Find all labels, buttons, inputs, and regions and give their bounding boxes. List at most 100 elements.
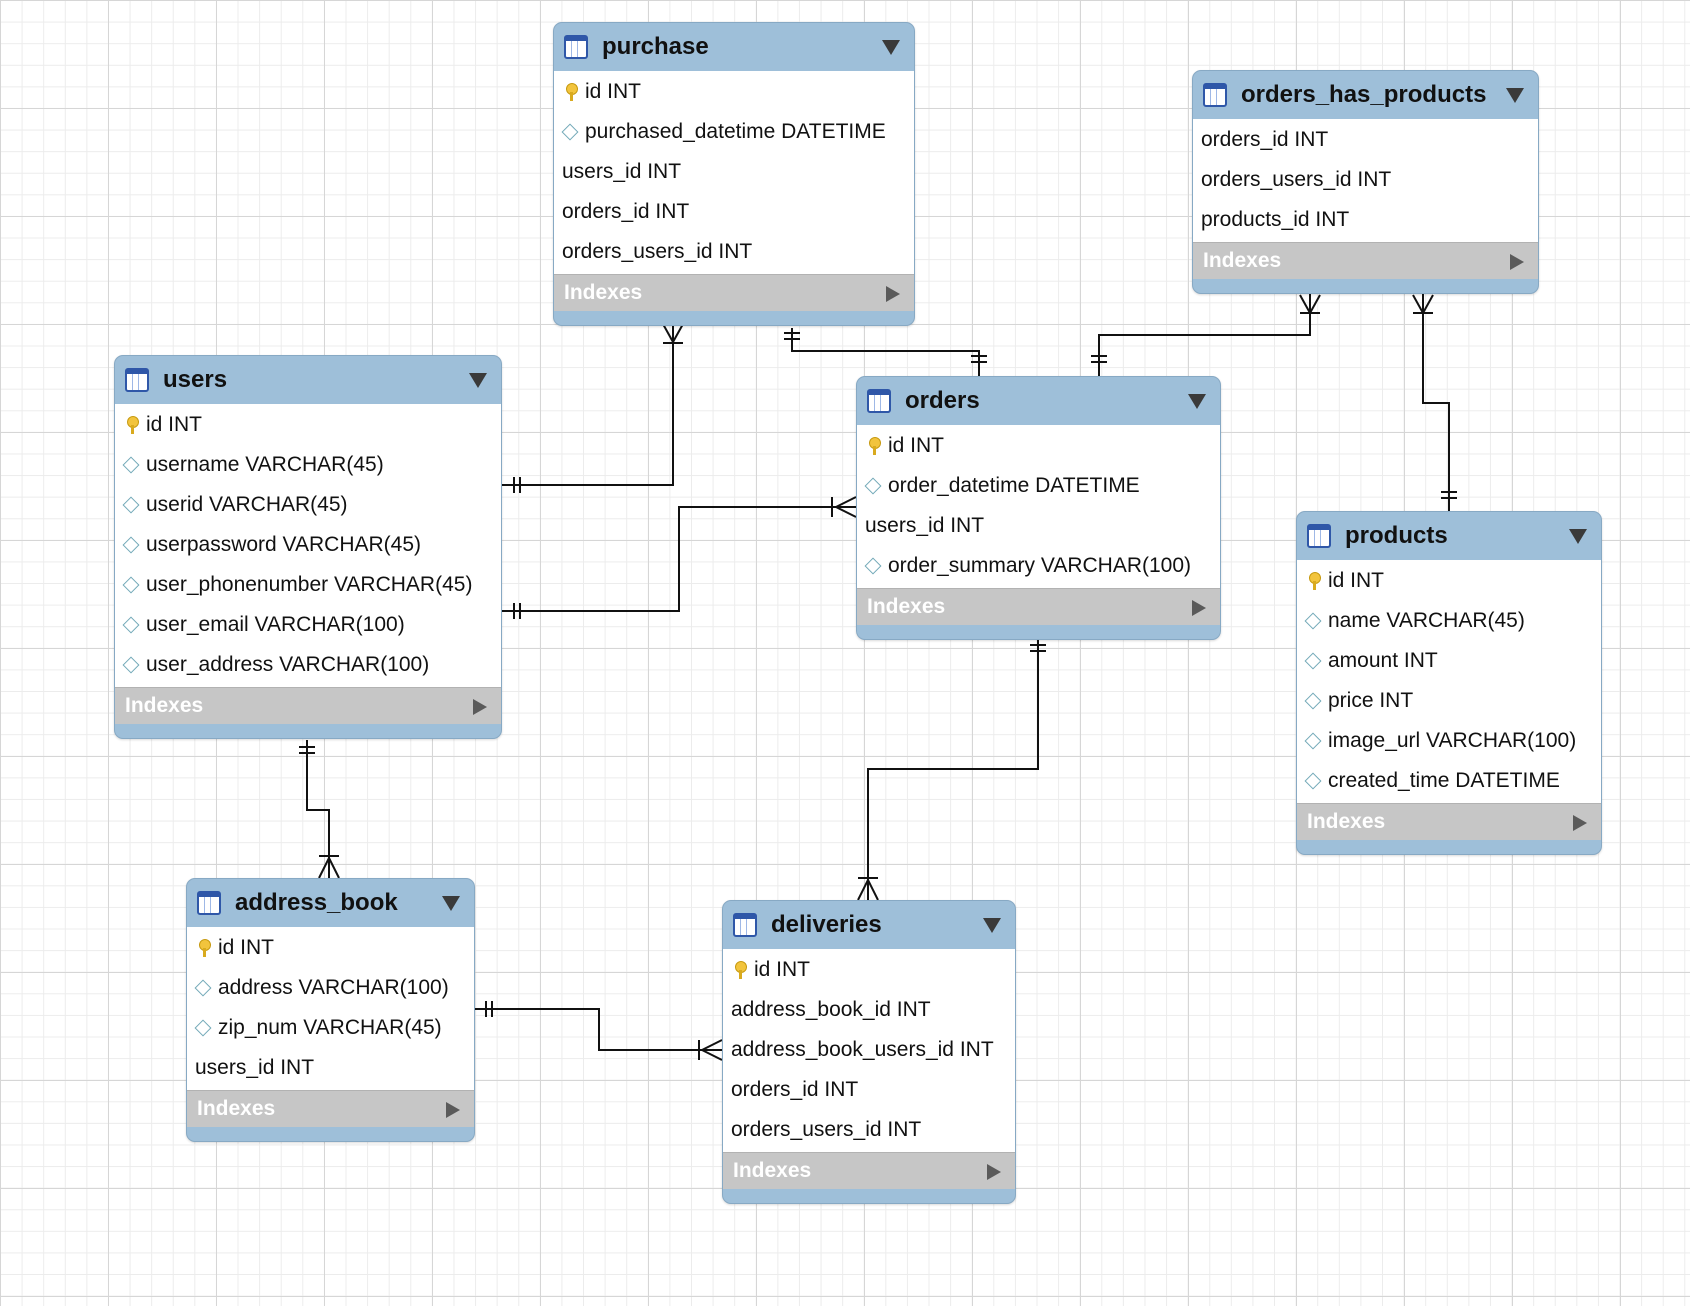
column-row[interactable]: id INT xyxy=(1297,561,1601,601)
column-row[interactable]: orders_users_id INT xyxy=(723,1110,1015,1150)
entity-header[interactable]: users xyxy=(115,356,501,404)
column-diamond-icon xyxy=(1304,690,1322,712)
collapse-toggle-icon[interactable] xyxy=(1569,529,1587,544)
column-row[interactable]: orders_id INT xyxy=(723,1070,1015,1110)
column-row[interactable]: orders_users_id INT xyxy=(554,232,914,272)
cardinality-many-mark xyxy=(831,496,857,518)
expand-arrow-icon[interactable] xyxy=(1573,815,1587,831)
expand-arrow-icon[interactable] xyxy=(1510,254,1524,270)
column-row[interactable]: price INT xyxy=(1297,681,1601,721)
expand-arrow-icon[interactable] xyxy=(1192,600,1206,616)
column-row[interactable]: id INT xyxy=(187,928,474,968)
column-row[interactable]: created_time DATETIME xyxy=(1297,761,1601,801)
entity-name: orders_has_products xyxy=(1241,81,1487,108)
collapse-toggle-icon[interactable] xyxy=(882,40,900,55)
column-row[interactable]: user_address VARCHAR(100) xyxy=(115,645,501,685)
key-icon xyxy=(566,83,578,101)
column-row[interactable]: orders_id INT xyxy=(554,192,914,232)
column-row[interactable]: user_email VARCHAR(100) xyxy=(115,605,501,645)
column-row[interactable]: id INT xyxy=(115,405,501,445)
expand-arrow-icon[interactable] xyxy=(886,286,900,302)
column-row[interactable]: products_id INT xyxy=(1193,200,1538,240)
column-label: name VARCHAR(45) xyxy=(1328,609,1525,632)
cardinality-one-mark xyxy=(1441,491,1457,499)
diamond-icon xyxy=(1304,692,1322,710)
column-row[interactable]: purchased_datetime DATETIME xyxy=(554,112,914,152)
expand-arrow-icon[interactable] xyxy=(446,1102,460,1118)
column-row[interactable]: users_id INT xyxy=(554,152,914,192)
entity-name: users xyxy=(163,366,228,393)
indexes-section[interactable]: Indexes xyxy=(723,1152,1015,1189)
expand-arrow-icon[interactable] xyxy=(473,699,487,715)
column-row[interactable]: username VARCHAR(45) xyxy=(115,445,501,485)
diamond-icon xyxy=(1304,772,1322,790)
entity-header[interactable]: products xyxy=(1297,512,1601,560)
column-diamond-icon xyxy=(122,494,140,516)
collapse-toggle-icon[interactable] xyxy=(1506,88,1524,103)
column-label: id INT xyxy=(585,80,642,103)
column-list: id INT purchased_datetime DATETIME users_i… xyxy=(554,71,914,274)
indexes-section[interactable]: Indexes xyxy=(115,687,501,724)
cardinality-many-mark xyxy=(1299,294,1321,314)
column-list: orders_id INT orders_users_id INT products… xyxy=(1193,119,1538,242)
indexes-section[interactable]: Indexes xyxy=(1193,242,1538,279)
column-row[interactable]: name VARCHAR(45) xyxy=(1297,601,1601,641)
collapse-toggle-icon[interactable] xyxy=(442,896,460,911)
column-row[interactable]: image_url VARCHAR(100) xyxy=(1297,721,1601,761)
collapse-toggle-icon[interactable] xyxy=(469,373,487,388)
expand-arrow-icon[interactable] xyxy=(987,1164,1001,1180)
primary-key-icon xyxy=(731,959,747,981)
column-row[interactable]: id INT xyxy=(723,950,1015,990)
cardinality-many-mark xyxy=(662,323,684,344)
indexes-section[interactable]: Indexes xyxy=(554,274,914,311)
collapse-toggle-icon[interactable] xyxy=(983,918,1001,933)
column-label: purchased_datetime DATETIME xyxy=(585,120,886,143)
entity-purchase[interactable]: purchase id INT purchased_datetime DATETIM… xyxy=(553,22,915,326)
collapse-toggle-icon[interactable] xyxy=(1188,394,1206,409)
diamond-icon xyxy=(122,576,140,594)
column-row[interactable]: orders_id INT xyxy=(1193,120,1538,160)
entity-header[interactable]: orders_has_products xyxy=(1193,71,1538,119)
column-label: orders_users_id INT xyxy=(1201,168,1392,191)
column-row[interactable]: id INT xyxy=(554,72,914,112)
column-row[interactable]: order_summary VARCHAR(100) xyxy=(857,546,1220,586)
column-row[interactable]: address_book_users_id INT xyxy=(723,1030,1015,1070)
column-label: users_id INT xyxy=(195,1056,315,1079)
entity-orders-has-products[interactable]: orders_has_products orders_id INT orders_u… xyxy=(1192,70,1539,294)
table-icon xyxy=(125,368,149,392)
column-row[interactable]: users_id INT xyxy=(187,1048,474,1088)
entity-header[interactable]: purchase xyxy=(554,23,914,71)
entity-header[interactable]: orders xyxy=(857,377,1220,425)
indexes-label: Indexes xyxy=(733,1159,812,1182)
column-label: orders_users_id INT xyxy=(562,240,753,263)
column-row[interactable]: userid VARCHAR(45) xyxy=(115,485,501,525)
column-row[interactable]: user_phonenumber VARCHAR(45) xyxy=(115,565,501,605)
indexes-section[interactable]: Indexes xyxy=(857,588,1220,625)
column-row[interactable]: orders_users_id INT xyxy=(1193,160,1538,200)
column-label: order_summary VARCHAR(100) xyxy=(888,554,1192,577)
entity-header[interactable]: deliveries xyxy=(723,901,1015,949)
key-icon xyxy=(199,939,211,957)
indexes-section[interactable]: Indexes xyxy=(1297,803,1601,840)
column-row[interactable]: userpassword VARCHAR(45) xyxy=(115,525,501,565)
column-row[interactable]: amount INT xyxy=(1297,641,1601,681)
column-row[interactable]: users_id INT xyxy=(857,506,1220,546)
indexes-section[interactable]: Indexes xyxy=(187,1090,474,1127)
key-icon xyxy=(735,961,747,979)
column-row[interactable]: zip_num VARCHAR(45) xyxy=(187,1008,474,1048)
column-row[interactable]: order_datetime DATETIME xyxy=(857,466,1220,506)
entity-header[interactable]: address_book xyxy=(187,879,474,927)
column-row[interactable]: address VARCHAR(100) xyxy=(187,968,474,1008)
column-diamond-icon xyxy=(1304,650,1322,672)
column-row[interactable]: address_book_id INT xyxy=(723,990,1015,1030)
column-label: orders_users_id INT xyxy=(731,1118,922,1141)
column-diamond-icon xyxy=(122,454,140,476)
column-row[interactable]: id INT xyxy=(857,426,1220,466)
